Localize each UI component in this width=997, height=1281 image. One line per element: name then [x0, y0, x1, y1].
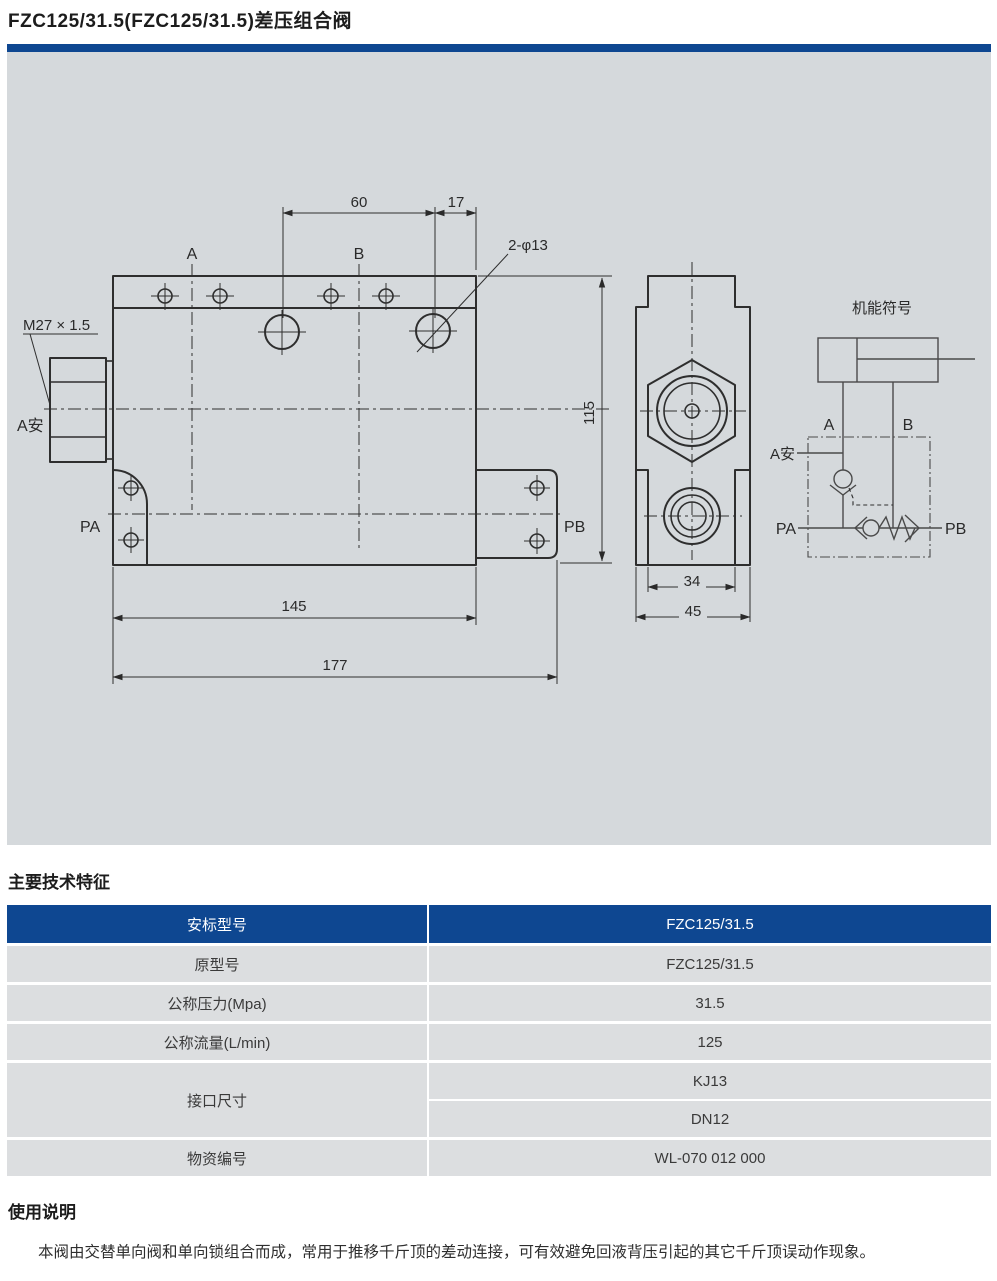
table-value: FZC125/31.5: [429, 905, 991, 943]
table-label: 公称流量(L/min): [7, 1024, 427, 1060]
table-label: 安标型号: [7, 905, 427, 943]
m27-label: M27 × 1.5: [23, 317, 90, 334]
schematic-a-port-label: A安: [770, 446, 795, 463]
a-port-label: A安: [17, 417, 44, 435]
right-flange-holes: [524, 475, 550, 554]
dim-45: 45: [685, 603, 702, 620]
technical-drawing-panel: 60 17 2-φ13 115 145 177 A B M27 × 1.5 A安…: [7, 52, 991, 845]
dim-145: 145: [281, 598, 306, 615]
pa-label: PA: [80, 519, 100, 536]
table-value: 125: [429, 1024, 991, 1060]
table-label: 公称压力(Mpa): [7, 985, 427, 1021]
dim-2phi13: 2-φ13: [508, 237, 548, 254]
dim-34: 34: [684, 573, 701, 590]
table-value: 31.5: [429, 985, 991, 1021]
flange-holes: [151, 283, 400, 310]
valve-drawing: 60 17 2-φ13 115 145 177 A B M27 × 1.5 A安…: [17, 194, 975, 684]
table-label: 原型号: [7, 946, 427, 982]
schematic-a-label: A: [824, 417, 835, 434]
table-value: DN12: [429, 1101, 991, 1137]
table-row-nominal-pressure: 公称压力(Mpa) 31.5: [7, 985, 991, 1021]
specs-heading: 主要技术特征: [8, 873, 110, 892]
front-view: 60 17 2-φ13 115 145 177 A B M27 × 1.5 A安…: [17, 194, 612, 684]
schematic-symbol: 机能符号 A B A安 PA PB: [770, 300, 975, 558]
dim-177: 177: [322, 657, 347, 674]
axis-a-label: A: [187, 246, 198, 263]
title-divider-bar: [7, 44, 991, 52]
foot-holes: [118, 475, 144, 553]
table-row-original-model: 原型号 FZC125/31.5: [7, 946, 991, 982]
table-row-port-size: 接口尺寸 KJ13 DN12: [7, 1063, 991, 1137]
usage-heading: 使用说明: [8, 1203, 76, 1222]
table-value-stack: KJ13 DN12: [429, 1063, 991, 1137]
schematic-title: 机能符号: [852, 300, 912, 317]
table-row-nominal-flow: 公称流量(L/min) 125: [7, 1024, 991, 1060]
dim-115: 115: [581, 401, 598, 425]
dim-60: 60: [351, 194, 368, 211]
large-holes: [258, 309, 457, 355]
side-view: 34 45: [635, 262, 751, 622]
axis-b-label: B: [354, 246, 365, 263]
table-value: KJ13: [429, 1063, 991, 1099]
table-row-material-number: 物资编号 WL-070 012 000: [7, 1140, 991, 1176]
schematic-b-label: B: [903, 417, 914, 434]
schematic-pa-label: PA: [776, 521, 796, 538]
table-value: WL-070 012 000: [429, 1140, 991, 1176]
table-label: 物资编号: [7, 1140, 427, 1176]
table-value: FZC125/31.5: [429, 946, 991, 982]
page-title: FZC125/31.5(FZC125/31.5)差压组合阀: [8, 11, 352, 32]
table-row-model-standard: 安标型号 FZC125/31.5: [7, 905, 991, 943]
usage-text: 本阀由交替单向阀和单向锁组合而成，常用于推移千斤顶的差动连接，可有效避免回液背压…: [38, 1244, 876, 1261]
spec-table: 安标型号 FZC125/31.5 原型号 FZC125/31.5 公称压力(Mp…: [7, 905, 991, 1179]
pb-label: PB: [564, 519, 585, 536]
schematic-pb-label: PB: [945, 521, 966, 538]
table-label: 接口尺寸: [7, 1063, 427, 1137]
dim-17: 17: [448, 194, 465, 211]
